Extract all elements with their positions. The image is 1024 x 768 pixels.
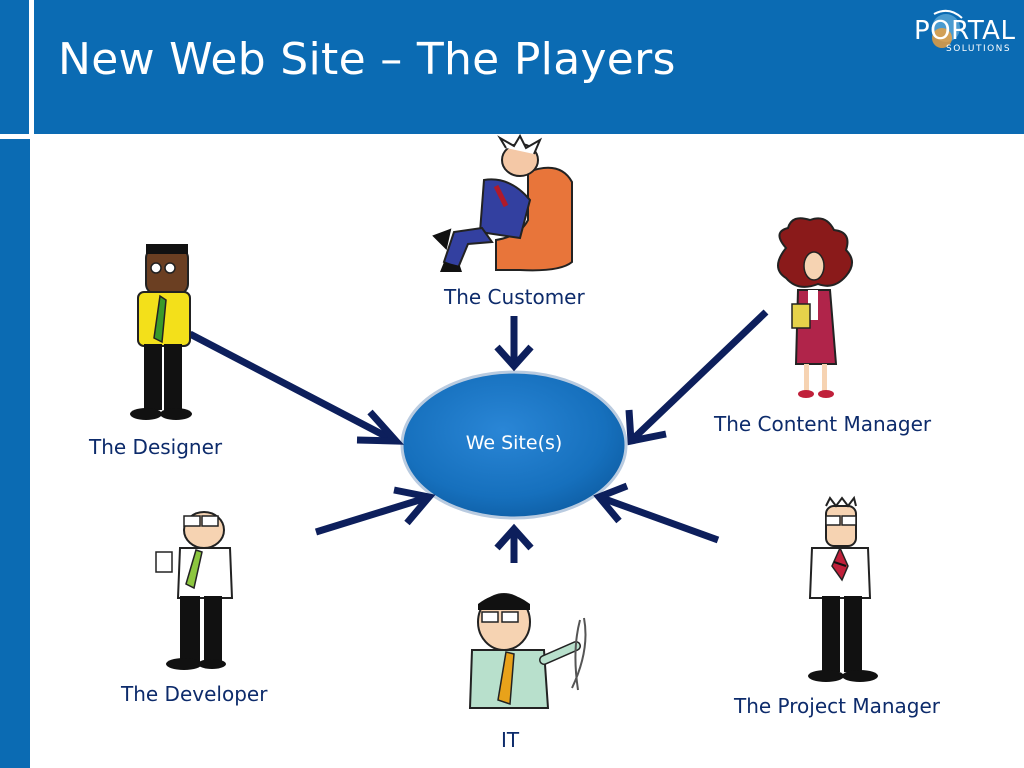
project-manager-label: The Project Manager xyxy=(734,694,941,718)
left-rail xyxy=(0,0,30,768)
it-label: IT xyxy=(501,728,520,752)
project-manager-illustration xyxy=(808,495,878,682)
hub-ellipse xyxy=(400,370,628,520)
hub-label: We Site(s) xyxy=(465,432,563,454)
portal-solutions-logo: PORTAL SOLUTIONS xyxy=(904,4,1020,62)
developer-label: The Developer xyxy=(121,682,268,706)
designer-label: The Designer xyxy=(89,435,223,459)
designer-illustration xyxy=(130,244,192,420)
customer-label: The Customer xyxy=(444,285,585,309)
content-manager-label: The Content Manager xyxy=(714,412,932,436)
content-manager-illustration xyxy=(777,217,853,398)
logo-mark-icon xyxy=(932,9,963,48)
arrow-designer xyxy=(188,330,405,445)
rail-divider-horizontal xyxy=(0,134,30,139)
arrow-content-manager xyxy=(625,309,769,446)
logo-sub: SOLUTIONS xyxy=(946,44,1012,54)
rail-divider xyxy=(29,0,34,134)
logo-word: PORTAL xyxy=(914,16,1016,46)
it-illustration xyxy=(468,593,587,709)
slide-title: New Web Site – The Players xyxy=(58,34,676,85)
arrow-it xyxy=(494,523,534,563)
arrow-developer xyxy=(314,486,436,536)
arrow-project-manager xyxy=(593,482,720,544)
customer-illustration xyxy=(432,133,573,272)
developer-illustration xyxy=(155,511,234,670)
header-bar xyxy=(0,0,1024,134)
arrow-customer xyxy=(494,316,534,372)
